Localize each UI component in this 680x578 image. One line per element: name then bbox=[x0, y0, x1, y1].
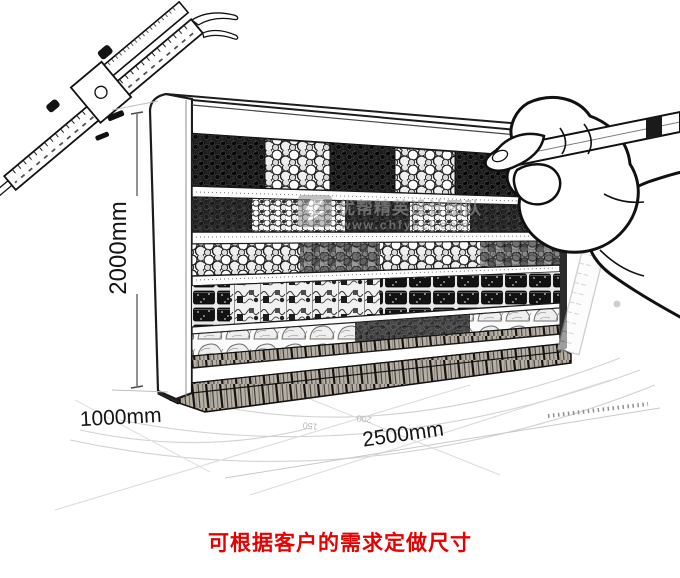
floor-tick-row bbox=[547, 402, 649, 418]
shelf-row-4 bbox=[191, 271, 561, 328]
floor-marking-200: 200 bbox=[356, 413, 372, 425]
vernier-caliper-sketch bbox=[0, 0, 239, 197]
depth-dimension-label: 1000mm bbox=[79, 404, 162, 431]
caliper-knob bbox=[46, 99, 60, 113]
hand-holding-pencil-sketch bbox=[480, 95, 680, 319]
floor-baseline bbox=[224, 407, 661, 479]
canopy-line bbox=[191, 104, 561, 140]
caliper-jaw bbox=[190, 12, 239, 26]
customization-caption: 可根据客户的需求定做尺寸 bbox=[208, 532, 472, 555]
floor-marking-150: 150 bbox=[302, 420, 318, 432]
watermark: 优帮精英设计团队 www.chfykzl.com bbox=[298, 195, 482, 232]
shelf-row-2 bbox=[191, 196, 561, 233]
caliper-jaw bbox=[201, 29, 239, 40]
watermark-url: www.chfykzl.com bbox=[340, 218, 471, 232]
watermark-team-name: 优帮精英设计团队 bbox=[338, 198, 482, 218]
dimension-height: 2000mm bbox=[105, 100, 169, 393]
thumbnail bbox=[491, 149, 509, 163]
ruler-detail-dot bbox=[613, 300, 621, 308]
index-finger bbox=[512, 163, 562, 206]
caliper-knob bbox=[97, 45, 113, 60]
height-dimension-label: 2000mm bbox=[105, 201, 132, 294]
top-edge bbox=[165, 93, 559, 128]
side-panel bbox=[148, 92, 194, 401]
floor-protractor-arcs bbox=[54, 357, 656, 511]
pencil-eraser-band bbox=[646, 116, 662, 139]
